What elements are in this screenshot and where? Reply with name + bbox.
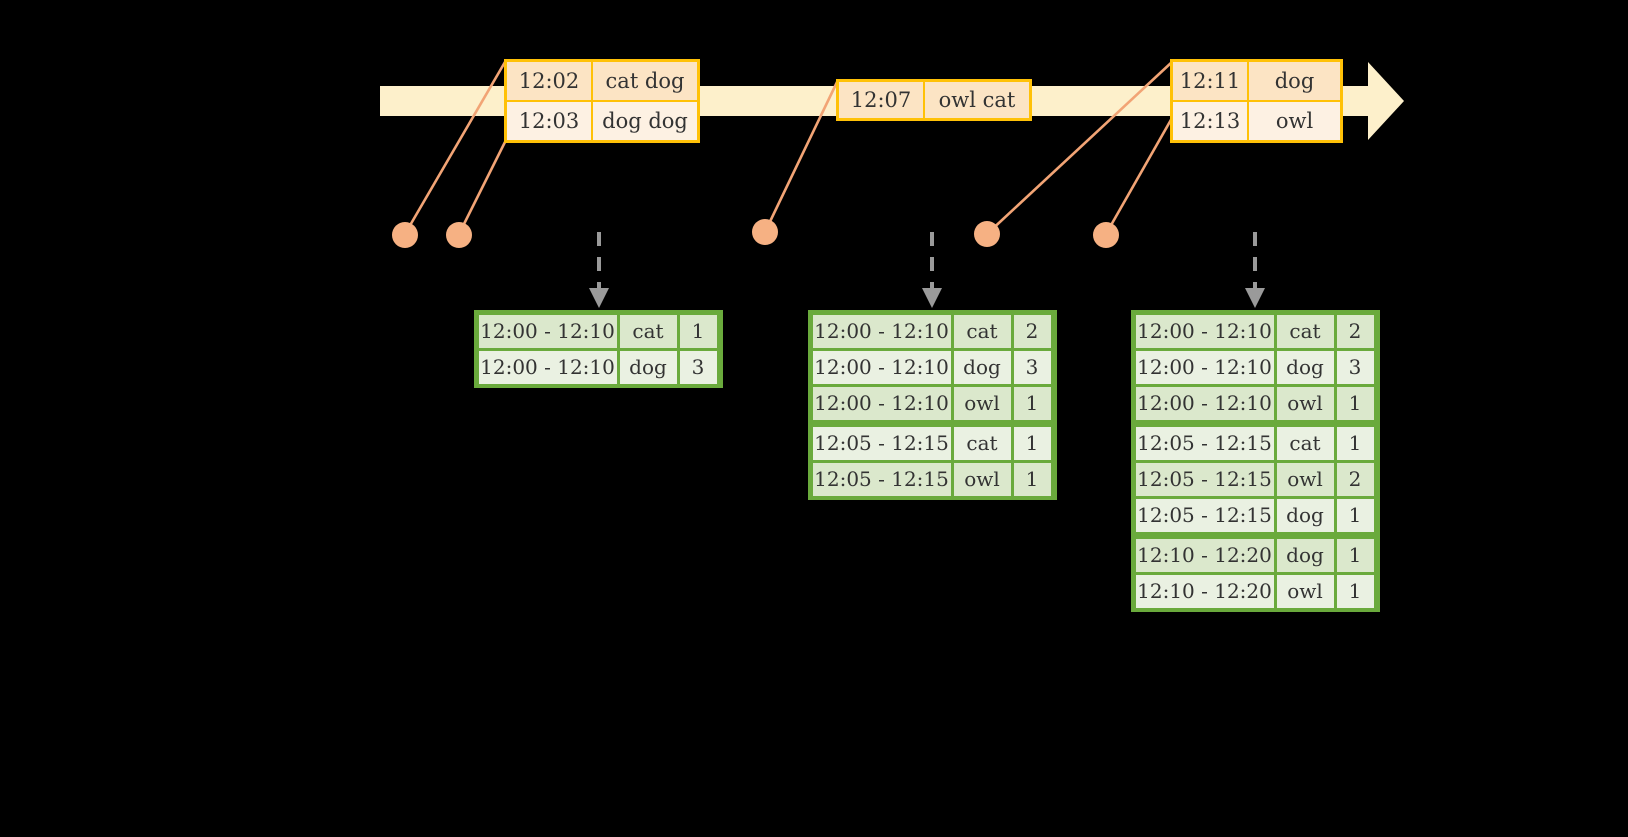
window-cell: 12:10 - 12:20 — [1135, 538, 1274, 572]
event-payload: dog dog — [593, 102, 697, 140]
event-payload: cat dog — [593, 62, 697, 100]
event-marker-4 — [974, 221, 1000, 247]
window-cell: 12:00 - 12:10 — [812, 350, 951, 384]
event-box-3[interactable]: 12:11 dog 12:13 owl — [1170, 59, 1343, 143]
event-box-2[interactable]: 12:07 owl cat — [836, 79, 1032, 121]
key-cell: owl — [953, 462, 1011, 496]
count-cell: 3 — [679, 350, 717, 384]
window-cell: 12:00 - 12:10 — [1135, 350, 1274, 384]
key-cell: cat — [953, 314, 1011, 348]
table-row: 12:05 - 12:15 cat 1 — [1134, 425, 1377, 461]
key-cell: cat — [953, 426, 1011, 460]
event-payload: owl — [1249, 102, 1340, 140]
key-cell: dog — [1276, 350, 1334, 384]
event-time: 12:11 — [1173, 62, 1249, 100]
event-row: 12:13 owl — [1173, 100, 1340, 140]
key-cell: owl — [1276, 462, 1334, 496]
window-group-separator — [1134, 533, 1377, 537]
count-cell: 1 — [1013, 462, 1051, 496]
window-cell: 12:10 - 12:20 — [1135, 574, 1274, 608]
event-row: 12:07 owl cat — [839, 82, 1029, 118]
window-cell: 12:05 - 12:15 — [812, 426, 951, 460]
count-cell: 1 — [679, 314, 717, 348]
table-row: 12:05 - 12:15 owl 2 — [1134, 461, 1377, 497]
key-cell: dog — [953, 350, 1011, 384]
event-marker-3 — [752, 219, 778, 245]
table-row: 12:00 - 12:10 dog 3 — [1134, 349, 1377, 385]
table-row: 12:00 - 12:10 cat 2 — [811, 313, 1054, 349]
event-time: 12:07 — [839, 82, 925, 118]
count-cell: 1 — [1336, 574, 1374, 608]
key-cell: owl — [953, 386, 1011, 420]
key-cell: dog — [1276, 498, 1334, 532]
count-cell: 2 — [1336, 314, 1374, 348]
table-row: 12:00 - 12:10 dog 3 — [811, 349, 1054, 385]
count-cell: 2 — [1013, 314, 1051, 348]
event-row: 12:02 cat dog — [507, 62, 697, 100]
count-cell: 1 — [1336, 386, 1374, 420]
table-row: 12:05 - 12:15 cat 1 — [811, 425, 1054, 461]
key-cell: cat — [619, 314, 677, 348]
event-marker-5 — [1093, 222, 1119, 248]
table-row: 12:05 - 12:15 dog 1 — [1134, 497, 1377, 533]
key-cell: dog — [1276, 538, 1334, 572]
window-cell: 12:00 - 12:10 — [478, 314, 617, 348]
count-cell: 3 — [1336, 350, 1374, 384]
window-cell: 12:00 - 12:10 — [1135, 386, 1274, 420]
key-cell: owl — [1276, 386, 1334, 420]
count-cell: 1 — [1336, 426, 1374, 460]
count-cell: 1 — [1013, 426, 1051, 460]
window-group-separator — [1134, 421, 1377, 425]
event-row: 12:03 dog dog — [507, 100, 697, 140]
count-cell: 1 — [1336, 538, 1374, 572]
result-table-3[interactable]: 12:00 - 12:10 cat 2 12:00 - 12:10 dog 3 … — [1131, 310, 1380, 612]
event-payload: owl cat — [925, 82, 1029, 118]
window-cell: 12:00 - 12:10 — [1135, 314, 1274, 348]
event-marker-2 — [446, 222, 472, 248]
result-table-1[interactable]: 12:00 - 12:10 cat 1 12:00 - 12:10 dog 3 — [474, 310, 723, 388]
window-cell: 12:00 - 12:10 — [812, 386, 951, 420]
window-cell: 12:00 - 12:10 — [812, 314, 951, 348]
event-box-1[interactable]: 12:02 cat dog 12:03 dog dog — [504, 59, 700, 143]
table-row: 12:05 - 12:15 owl 1 — [811, 461, 1054, 497]
count-cell: 1 — [1013, 386, 1051, 420]
dashed-arrow-1-head — [589, 288, 609, 308]
event-marker-1 — [392, 222, 418, 248]
key-cell: dog — [619, 350, 677, 384]
count-cell: 1 — [1336, 498, 1374, 532]
table-row: 12:00 - 12:10 cat 2 — [1134, 313, 1377, 349]
window-cell: 12:05 - 12:15 — [1135, 498, 1274, 532]
table-row: 12:10 - 12:20 owl 1 — [1134, 573, 1377, 609]
event-payload: dog — [1249, 62, 1340, 100]
event-row: 12:11 dog — [1173, 62, 1340, 100]
event-time: 12:02 — [507, 62, 593, 100]
result-table-2[interactable]: 12:00 - 12:10 cat 2 12:00 - 12:10 dog 3 … — [808, 310, 1057, 500]
key-cell: cat — [1276, 426, 1334, 460]
window-cell: 12:05 - 12:15 — [1135, 462, 1274, 496]
key-cell: owl — [1276, 574, 1334, 608]
dashed-arrow-3-head — [1245, 288, 1265, 308]
event-time: 12:13 — [1173, 102, 1249, 140]
count-cell: 3 — [1013, 350, 1051, 384]
table-row: 12:00 - 12:10 cat 1 — [477, 313, 720, 349]
connector-line-2 — [457, 141, 507, 235]
table-row: 12:10 - 12:20 dog 1 — [1134, 537, 1377, 573]
table-row: 12:00 - 12:10 owl 1 — [811, 385, 1054, 421]
dashed-arrow-2-head — [922, 288, 942, 308]
count-cell: 2 — [1336, 462, 1374, 496]
window-cell: 12:00 - 12:10 — [478, 350, 617, 384]
window-group-separator — [811, 421, 1054, 425]
table-row: 12:00 - 12:10 dog 3 — [477, 349, 720, 385]
window-cell: 12:05 - 12:15 — [1135, 426, 1274, 460]
connector-line-5 — [1104, 117, 1174, 235]
event-time: 12:03 — [507, 102, 593, 140]
table-row: 12:00 - 12:10 owl 1 — [1134, 385, 1377, 421]
window-cell: 12:05 - 12:15 — [812, 462, 951, 496]
key-cell: cat — [1276, 314, 1334, 348]
